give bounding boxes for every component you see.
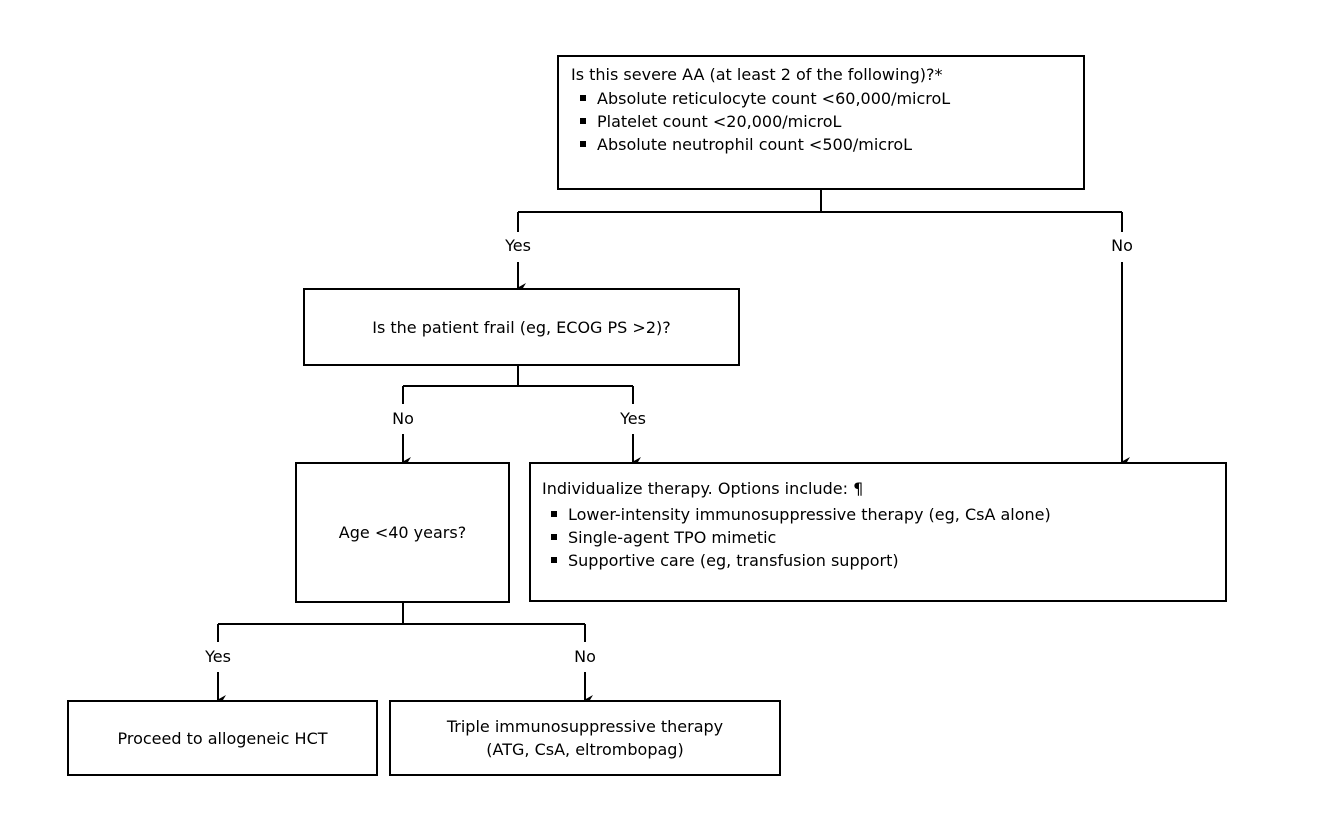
age-question-box: Age <40 years? xyxy=(295,462,510,603)
individualize-options-list: Lower-intensity immunosuppressive therap… xyxy=(542,503,1225,572)
frailty-question-box: Is the patient frail (eg, ECOG PS >2)? xyxy=(303,288,740,366)
allogeneic-hct-box: Proceed to allogeneic HCT xyxy=(67,700,378,776)
criteria-item: Absolute neutrophil count <500/microL xyxy=(571,133,1083,156)
q3-no-label: No xyxy=(574,647,596,666)
q2-yes-label: Yes xyxy=(620,409,646,428)
triple-ist-box: Triple immunosuppressive therapy (ATG, C… xyxy=(389,700,781,776)
option-item: Single-agent TPO mimetic xyxy=(542,526,1225,549)
severe-aa-criteria-list: Absolute reticulocyte count <60,000/micr… xyxy=(571,87,1083,156)
option-item: Supportive care (eg, transfusion support… xyxy=(542,549,1225,572)
triple-ist-line1: Triple immunosuppressive therapy xyxy=(446,717,724,736)
criteria-item: Platelet count <20,000/microL xyxy=(571,110,1083,133)
triple-ist-line2: (ATG, CsA, eltrombopag) xyxy=(486,740,684,759)
individualize-therapy-box: Individualize therapy. Options include: … xyxy=(529,462,1227,602)
q1-no-label: No xyxy=(1111,236,1133,255)
age-question-text: Age <40 years? xyxy=(338,523,467,542)
q3-yes-label: Yes xyxy=(205,647,231,666)
individualize-therapy-title: Individualize therapy. Options include: … xyxy=(542,479,864,498)
criteria-item: Absolute reticulocyte count <60,000/micr… xyxy=(571,87,1083,110)
q1-yes-label: Yes xyxy=(505,236,531,255)
severe-aa-question-title: Is this severe AA (at least 2 of the fol… xyxy=(571,65,943,84)
q2-no-label: No xyxy=(392,409,414,428)
option-item: Lower-intensity immunosuppressive therap… xyxy=(542,503,1225,526)
severe-aa-question-box: Is this severe AA (at least 2 of the fol… xyxy=(557,55,1085,190)
frailty-question-text: Is the patient frail (eg, ECOG PS >2)? xyxy=(372,317,671,337)
allogeneic-hct-text: Proceed to allogeneic HCT xyxy=(117,728,328,748)
